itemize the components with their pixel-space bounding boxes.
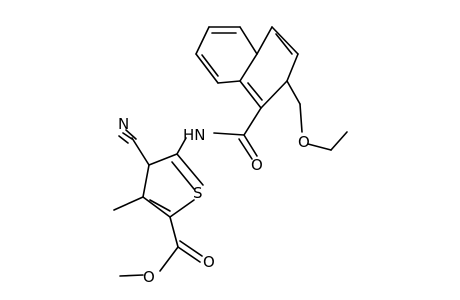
- bond-triple: [125, 129, 137, 140]
- bond: [148, 153, 178, 166]
- bond: [113, 196, 144, 211]
- bond: [239, 53, 258, 82]
- cyano-group: [118, 129, 150, 166]
- bond: [131, 137, 150, 166]
- bond: [176, 137, 187, 155]
- bond: [286, 53, 299, 82]
- bond: [243, 107, 262, 136]
- ester-methoxy-oxygen-label: O: [143, 268, 155, 286]
- bond-triple: [118, 135, 129, 144]
- bond-double: [179, 240, 203, 257]
- bond: [195, 26, 210, 55]
- ethoxy-group: [286, 80, 348, 151]
- bond: [213, 132, 245, 136]
- bond: [169, 216, 179, 248]
- bond-double-inner: [149, 199, 171, 212]
- thiophene-sulfur-label: S: [193, 184, 203, 202]
- bond: [177, 246, 201, 263]
- bond: [195, 53, 219, 84]
- ether-oxygen-label: O: [298, 133, 310, 151]
- bond-double-inner: [247, 82, 263, 101]
- amide-nh-label: HN: [183, 126, 206, 144]
- cyano-nitrogen-label: N: [118, 115, 129, 133]
- naphthalene-right-ring: [239, 26, 299, 109]
- bond-double: [238, 138, 253, 160]
- naphthalene-left-ring: [195, 26, 258, 84]
- methyl-ester-group: [119, 216, 203, 277]
- bond: [119, 274, 144, 277]
- bond: [260, 80, 288, 109]
- bond: [256, 26, 273, 55]
- amide-oxygen-label: O: [251, 156, 263, 174]
- amide-group: [176, 107, 262, 160]
- bond: [169, 199, 195, 218]
- thiophene-ring: [142, 153, 204, 218]
- bond: [243, 134, 258, 157]
- bond: [286, 80, 301, 105]
- bond: [176, 153, 204, 186]
- bond: [299, 103, 303, 133]
- bond: [159, 246, 179, 272]
- bond: [142, 164, 150, 198]
- bond: [271, 26, 299, 55]
- methyl-group: [113, 196, 144, 211]
- bond: [142, 196, 171, 218]
- bond: [239, 80, 262, 109]
- bond-double-inner: [171, 161, 195, 190]
- bond: [239, 26, 258, 55]
- bond: [330, 131, 348, 151]
- bond-double-inner: [275, 33, 293, 55]
- bond: [217, 80, 241, 84]
- bond-double-inner: [201, 54, 219, 77]
- ester-carbonyl-oxygen-label: O: [203, 253, 215, 271]
- bond: [307, 143, 332, 151]
- bond-triple: [122, 132, 133, 140]
